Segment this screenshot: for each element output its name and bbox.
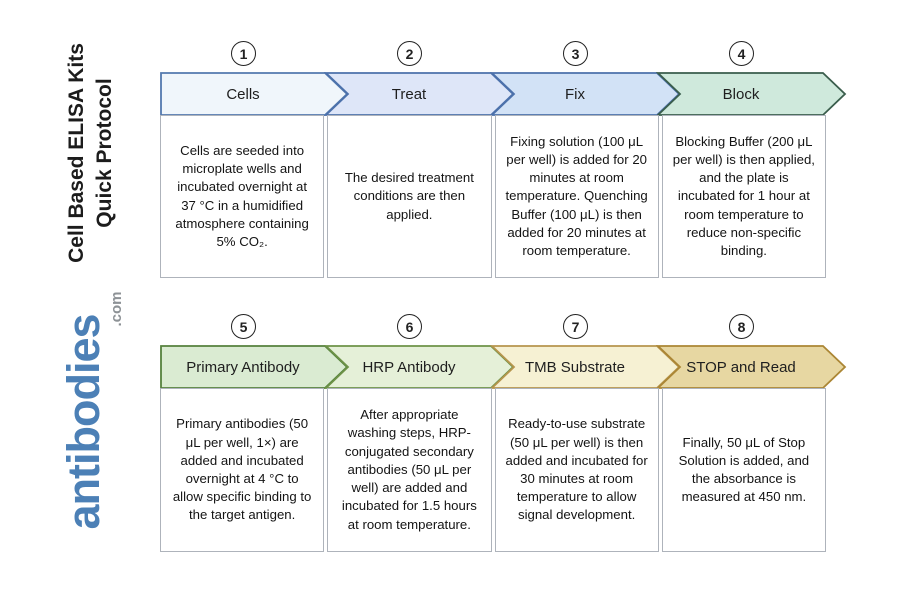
chevron-label-tmb-substrate: TMB Substrate xyxy=(525,359,625,376)
chevron-label-block: Block xyxy=(723,86,760,103)
step-circle-2: 2 xyxy=(397,41,422,66)
description-row-1: Cells are seeded into microplate wells a… xyxy=(160,115,826,278)
step-description: Ready-to-use substrate (50 μL per well) … xyxy=(505,416,648,523)
step-circle-1: 1 xyxy=(231,41,256,66)
step-description: Primary antibodies (50 μL per well, 1×) … xyxy=(172,416,312,523)
step-circle-5: 5 xyxy=(231,314,256,339)
step-description-box-6: After appropriate washing steps, HRP-con… xyxy=(327,388,492,552)
brand-logo: antibodies xyxy=(58,314,109,530)
brand-logo-suffix: .com xyxy=(108,291,125,327)
step-number: 4 xyxy=(737,45,746,62)
vertical-title-line1: Cell Based ELISA Kits xyxy=(65,43,88,263)
chevron-label-fix: Fix xyxy=(565,86,585,103)
step-description: Blocking Buffer (200 μL per well) is the… xyxy=(672,133,815,259)
step-description-box-2: The desired treatment conditions are the… xyxy=(327,115,492,278)
vertical-title: Cell Based ELISA Kits Quick Protocol xyxy=(63,38,121,268)
step-circle-7: 7 xyxy=(563,314,588,339)
step-description-box-7: Ready-to-use substrate (50 μL per well) … xyxy=(494,388,659,552)
chevron-fix xyxy=(489,72,681,116)
step-number: 7 xyxy=(571,318,580,335)
step-number: 1 xyxy=(239,45,248,62)
chevron-band-row2: Primary Antibody HRP Antibody TMB Substr… xyxy=(160,345,847,389)
step-circle-4: 4 xyxy=(729,41,754,66)
step-number: 6 xyxy=(405,318,414,335)
chevron-label-primary-antibody: Primary Antibody xyxy=(186,359,300,376)
step-circle-8: 8 xyxy=(729,314,754,339)
step-description-box-8: Finally, 50 μL of Stop Solution is added… xyxy=(661,388,826,552)
chevron-label-cells: Cells xyxy=(226,86,259,103)
step-description-box-4: Blocking Buffer (200 μL per well) is the… xyxy=(661,115,826,278)
step-description: After appropriate washing steps, HRP-con… xyxy=(341,407,477,532)
step-number: 2 xyxy=(405,45,414,62)
chevron-band-row1: Cells Treat Fix Block xyxy=(160,72,847,116)
vertical-title-line2: Quick Protocol xyxy=(92,78,116,228)
chevron-label-hrp-antibody: HRP Antibody xyxy=(362,359,456,376)
step-description-box-1: Cells are seeded into microplate wells a… xyxy=(160,115,325,278)
step-description-box-5: Primary antibodies (50 μL per well, 1×) … xyxy=(160,388,325,552)
step-number: 5 xyxy=(239,318,248,335)
chevron-label-treat: Treat xyxy=(392,86,427,103)
step-description: The desired treatment conditions are the… xyxy=(344,170,474,222)
step-number: 8 xyxy=(737,318,746,335)
step-description-box-3: Fixing solution (100 μL per well) is add… xyxy=(494,115,659,278)
step-circle-6: 6 xyxy=(397,314,422,339)
step-description: Finally, 50 μL of Stop Solution is added… xyxy=(678,434,810,505)
step-description: Fixing solution (100 μL per well) is add… xyxy=(505,133,648,259)
step-number: 3 xyxy=(571,45,580,62)
step-description: Cells are seeded into microplate wells a… xyxy=(175,142,309,249)
chevron-label-stop-and-read: STOP and Read xyxy=(686,359,796,376)
description-row-2: Primary antibodies (50 μL per well, 1×) … xyxy=(160,388,826,552)
step-circle-3: 3 xyxy=(563,41,588,66)
